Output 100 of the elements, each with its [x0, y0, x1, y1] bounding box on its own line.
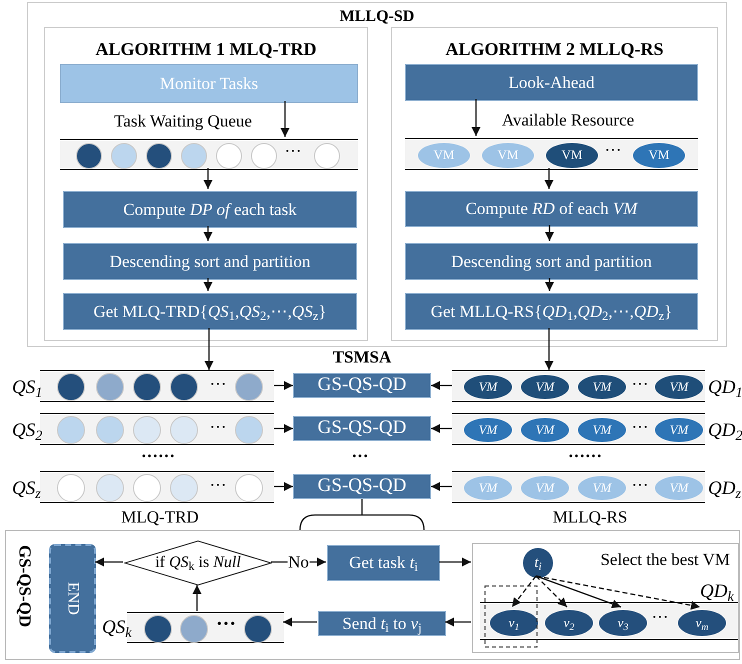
- vm-ellipse: VM: [578, 476, 626, 500]
- process-box: Compute DP of each task: [63, 191, 357, 228]
- panel-title: ALGORITHM 1 MLQ-TRD: [94, 38, 318, 61]
- arrow: [280, 101, 290, 137]
- arrow: [204, 168, 212, 189]
- decision-text: if QS$_{k}$ is Null: [155, 553, 241, 575]
- arrow: [439, 558, 471, 566]
- ellipsis: ···: [352, 448, 368, 464]
- ellipsis: ···: [210, 376, 226, 392]
- queue-label: Task Waiting Queue: [114, 112, 252, 130]
- ellipsis: ···: [210, 476, 226, 494]
- queue-band: [405, 138, 698, 170]
- arrow: [204, 328, 214, 370]
- process-box: Get MLLQ-RS{QD$_{1}$,QD$_{2}$,⋯,QD$_{z}$}: [405, 293, 698, 330]
- algorithm-panel: [391, 27, 718, 341]
- vm-ellipse: v$_{1}$: [490, 610, 538, 636]
- arrow: [445, 618, 471, 626]
- arrow: [536, 575, 622, 608]
- arrow: [204, 278, 212, 291]
- ellipsis: ···: [632, 476, 648, 494]
- ellipsis: ···: [604, 142, 622, 158]
- queue-band: [127, 612, 284, 643]
- vm-ellipse: VM: [578, 375, 626, 399]
- vm-ellipse: VM: [418, 142, 470, 168]
- vm-ellipse: v$_{3}$: [599, 610, 647, 636]
- process-box: Descending sort and partition: [405, 243, 698, 280]
- section-title: TSMSA: [332, 348, 392, 366]
- vm-ellipse: v$_{m}$: [678, 610, 726, 636]
- process-box: Monitor Tasks: [60, 64, 358, 103]
- arrow: [204, 226, 212, 241]
- connector-line: [299, 498, 425, 531]
- arrow: [431, 482, 452, 491]
- process-box: Get MLQ-TRD{QS$_{1}$,QS$_{2}$,⋯,QS$_{z}$}: [63, 293, 357, 330]
- vm-ellipse: VM: [633, 142, 685, 168]
- vm-ellipse: VM: [655, 476, 703, 500]
- ellipsis: ···: [632, 418, 648, 436]
- queue-name: QD$_{2}$: [708, 419, 742, 446]
- queue-group-label: MLLQ-RS: [552, 508, 628, 526]
- queue-group-label: MLQ-TRD: [121, 508, 199, 526]
- queue-name: QS$_{2}$: [12, 419, 42, 446]
- process-box: Compute RD of each VM: [405, 191, 698, 227]
- process-box: Descending sort and partition: [63, 243, 357, 280]
- process-box: GS-QS-QD: [293, 474, 431, 499]
- arrow: [536, 576, 568, 608]
- arrow: [283, 618, 317, 626]
- vm-ellipse: VM: [521, 476, 569, 500]
- queue-band: [40, 471, 274, 503]
- module-panel: [5, 530, 740, 660]
- panel-title: GS-QS-QD: [14, 545, 36, 628]
- arrow: [274, 482, 293, 491]
- vm-ellipse: VM: [521, 375, 569, 399]
- edge-label: No: [287, 554, 310, 570]
- queue-name: QS$_{k}$: [102, 616, 132, 642]
- arrow: [544, 328, 554, 370]
- vm-ellipse: VM: [464, 418, 512, 442]
- arrow: [544, 168, 554, 189]
- queue-band: [452, 471, 705, 503]
- vm-ellipse: VM: [655, 418, 703, 442]
- queue-band: [452, 413, 705, 445]
- queue-band: [40, 370, 274, 402]
- arrow: [511, 576, 537, 608]
- task-circle: t$_{i}$: [523, 548, 553, 578]
- process-box: GS-QS-QD: [293, 416, 431, 441]
- vm-ellipse: VM: [578, 418, 626, 442]
- arrow: [431, 381, 452, 390]
- queue-band: [452, 370, 705, 402]
- ellipsis: ···: [284, 142, 302, 160]
- panel-title: Select the best VM: [600, 549, 730, 571]
- ellipsis: ···: [652, 608, 668, 626]
- queue-name: QD$_{k}$: [700, 580, 734, 606]
- vm-ellipse: VM: [482, 142, 534, 168]
- vm-ellipse: v$_{2}$: [545, 610, 593, 636]
- arrow: [274, 424, 293, 433]
- panel-title: MLLQ-SD: [338, 7, 416, 27]
- ellipsis: ······: [568, 448, 602, 464]
- vm-ellipse: VM: [464, 375, 512, 399]
- algorithm-panel: [44, 27, 368, 341]
- queue-band: [40, 413, 274, 445]
- queue-band: [480, 602, 738, 640]
- arrow: [545, 225, 554, 241]
- end-box: END: [49, 544, 96, 653]
- queue-name: QD$_{1}$: [708, 376, 742, 402]
- queue-name: QS$_{z}$: [12, 477, 41, 504]
- vm-ellipse: VM: [464, 476, 512, 500]
- ellipsis: ······: [140, 448, 176, 464]
- process-box: Look-Ahead: [405, 64, 698, 101]
- arrow: [472, 99, 480, 136]
- arrow: [274, 381, 293, 390]
- arrow: [431, 424, 452, 433]
- queue-label: Available Resource: [502, 112, 634, 128]
- arrow: [545, 278, 554, 291]
- ellipsis: ···: [210, 418, 226, 436]
- process-box: GS-QS-QD: [293, 373, 431, 398]
- arrow: [536, 575, 700, 610]
- vm-ellipse: VM: [546, 142, 598, 168]
- panel-title: ALGORITHM 2 MLLQ-RS: [444, 38, 664, 61]
- queue-name: QD$_{z}$: [708, 477, 741, 504]
- vm-ellipse: VM: [655, 375, 703, 399]
- process-box: Get task t$_{i}$: [327, 545, 440, 581]
- queue-name: QS$_{1}$: [12, 376, 42, 402]
